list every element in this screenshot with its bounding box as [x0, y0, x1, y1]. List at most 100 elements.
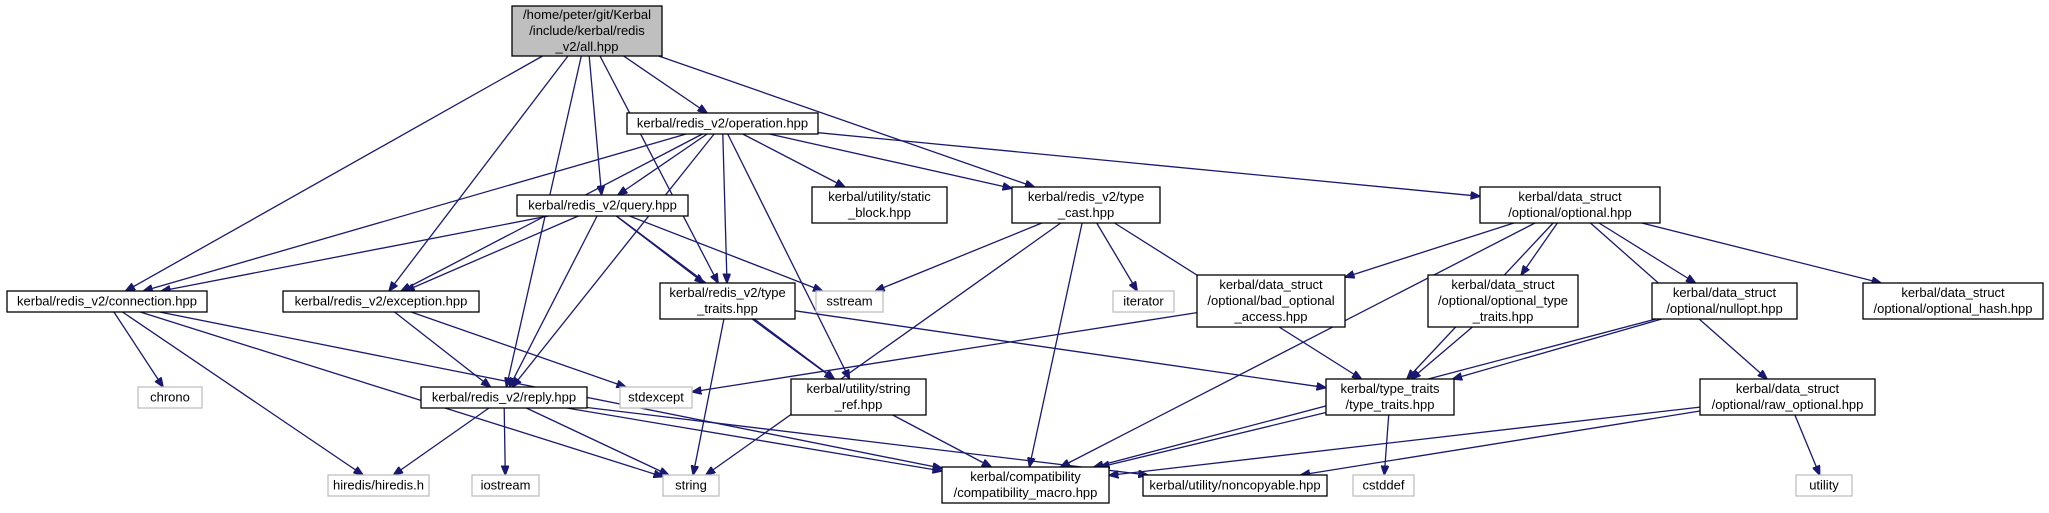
edge-connection-to-string [140, 311, 663, 477]
node-box[interactable] [511, 5, 663, 57]
node-box[interactable] [6, 290, 208, 313]
node-tt-type-traits[interactable]: kerbal/type_traits/type_traits.hpp [1325, 378, 1455, 416]
node-label-line: kerbal/utility/string [806, 381, 910, 396]
edge-operation-to-static_block [742, 133, 845, 187]
node-label-line: /optional/optional_hash.hpp [1873, 301, 2032, 316]
node-box[interactable] [1142, 474, 1328, 497]
node-label-line: _ref.hpp [834, 397, 883, 412]
node-box[interactable] [1651, 282, 1798, 320]
edge-reply-to-string [526, 407, 668, 475]
edge-operation-to-query [618, 133, 708, 195]
node-hiredis: hiredis/hiredis.h [327, 474, 430, 497]
node-box[interactable] [1325, 378, 1455, 416]
edge-all-to-operation [623, 55, 708, 113]
node-box [471, 474, 540, 497]
node-box[interactable] [941, 466, 1110, 504]
edges-layer [113, 55, 1881, 477]
edge-exception-to-reply [394, 311, 491, 387]
edge-all-to-exception [389, 55, 569, 291]
edge-connection-to-hiredis [122, 311, 364, 475]
node-utility: utility [1795, 474, 1853, 497]
node-box[interactable] [420, 386, 588, 409]
node-box [1352, 474, 1415, 497]
node-box[interactable] [1011, 186, 1161, 224]
edge-opt_optional-to-opt_hash [1641, 222, 1881, 283]
node-label-line: chrono [150, 390, 190, 405]
node-box [1112, 290, 1175, 313]
node-label-line: /optional/optional.hpp [1508, 205, 1632, 220]
node-label-line: _cast.hpp [1057, 205, 1114, 220]
node-label-line: kerbal/data_struct [1736, 381, 1840, 396]
node-label-line: kerbal/utility/static [828, 189, 931, 204]
node-iterator: iterator [1112, 290, 1175, 313]
node-opt-type-traits[interactable]: kerbal/data_struct/optional/optional_typ… [1427, 274, 1579, 328]
edge-all-to-connection [126, 55, 543, 291]
node-label-line: _block.hpp [847, 205, 911, 220]
node-sstream: sstream [815, 290, 884, 313]
node-reply[interactable]: kerbal/redis_v2/reply.hpp [420, 386, 588, 409]
node-label-line: /compatibility_macro.hpp [954, 485, 1098, 500]
node-cstddef: cstddef [1352, 474, 1415, 497]
node-label-line: sstream [826, 294, 872, 309]
edge-tt_type_traits-to-cstddef [1384, 414, 1390, 475]
node-box[interactable] [1196, 274, 1346, 328]
node-box [662, 474, 720, 497]
node-all[interactable]: /home/peter/git/Kerbal/include/kerbal/re… [511, 5, 663, 57]
node-box[interactable] [1699, 378, 1876, 416]
node-label-line: /optional/nullopt.hpp [1666, 301, 1782, 316]
edge-string_ref-to-compat_macro [892, 414, 992, 467]
edge-query-to-exception [405, 215, 579, 291]
edge-all-to-type_cast [658, 55, 1035, 187]
edge-opt_optional-to-opt_type_traits [1521, 222, 1558, 275]
node-box [619, 386, 693, 409]
node-stdexcept: stdexcept [619, 386, 693, 409]
edge-raw_optional-to-utility [1794, 414, 1820, 475]
node-label-line: kerbal/redis_v2/exception.hpp [295, 294, 468, 309]
node-type-cast[interactable]: kerbal/redis_v2/type_cast.hpp [1011, 186, 1161, 224]
node-noncopyable[interactable]: kerbal/utility/noncopyable.hpp [1142, 474, 1328, 497]
edge-reply-to-noncopyable [586, 406, 1148, 476]
node-operation[interactable]: kerbal/redis_v2/operation.hpp [626, 112, 819, 135]
node-label-line: kerbal/compatibility [970, 469, 1081, 484]
node-box[interactable] [659, 282, 796, 320]
node-box[interactable] [1862, 282, 2044, 320]
node-label-line: kerbal/data_struct [1673, 285, 1777, 300]
node-opt-optional[interactable]: kerbal/data_struct/optional/optional.hpp [1479, 186, 1661, 224]
node-string: string [662, 474, 720, 497]
edge-all-to-rv2_type_traits [599, 55, 718, 283]
node-box[interactable] [790, 378, 927, 416]
node-nullopt[interactable]: kerbal/data_struct/optional/nullopt.hpp [1651, 282, 1798, 320]
node-query[interactable]: kerbal/redis_v2/query.hpp [516, 194, 689, 217]
node-compat-macro[interactable]: kerbal/compatibility/compatibility_macro… [941, 466, 1110, 504]
edge-query-to-reply [509, 215, 598, 387]
edge-type_cast-to-iterator [1096, 222, 1138, 291]
node-raw-optional[interactable]: kerbal/data_struct/optional/raw_optional… [1699, 378, 1876, 416]
node-bad-opt[interactable]: kerbal/data_struct/optional/bad_optional… [1196, 274, 1346, 328]
node-connection[interactable]: kerbal/redis_v2/connection.hpp [6, 290, 208, 313]
node-opt-hash[interactable]: kerbal/data_struct/optional/optional_has… [1862, 282, 2044, 320]
node-label-line: _traits.hpp [1472, 309, 1534, 324]
node-box[interactable] [1479, 186, 1661, 224]
node-box[interactable] [811, 186, 948, 224]
node-box [137, 386, 203, 409]
node-label-line: hiredis/hiredis.h [333, 478, 424, 493]
edge-tt_type_traits-to-compat_macro [1100, 411, 1327, 468]
node-label-line: kerbal/type_traits [1341, 381, 1440, 396]
edge-type_cast-to-sstream [875, 222, 1043, 291]
node-string-ref[interactable]: kerbal/utility/string_ref.hpp [790, 378, 927, 416]
node-static-block[interactable]: kerbal/utility/static_block.hpp [811, 186, 948, 224]
edge-bad_opt-to-stdexcept [692, 311, 1198, 392]
edge-rv2_type_traits-to-tt_type_traits [794, 310, 1326, 388]
node-box[interactable] [626, 112, 819, 135]
node-label-line: /home/peter/git/Kerbal [523, 7, 651, 22]
node-box[interactable] [1427, 274, 1579, 328]
node-label-line: kerbal/redis_v2/connection.hpp [17, 294, 197, 309]
node-box[interactable] [516, 194, 689, 217]
edge-operation-to-reply [512, 133, 715, 387]
node-box[interactable] [282, 290, 480, 313]
node-exception[interactable]: kerbal/redis_v2/exception.hpp [282, 290, 480, 313]
node-rv2-type-traits[interactable]: kerbal/redis_v2/type_traits.hpp [659, 282, 796, 320]
node-label-line: kerbal/redis_v2/query.hpp [528, 198, 677, 213]
edge-opt_optional-to-nullopt [1598, 222, 1696, 283]
node-label-line: _traits.hpp [696, 301, 758, 316]
